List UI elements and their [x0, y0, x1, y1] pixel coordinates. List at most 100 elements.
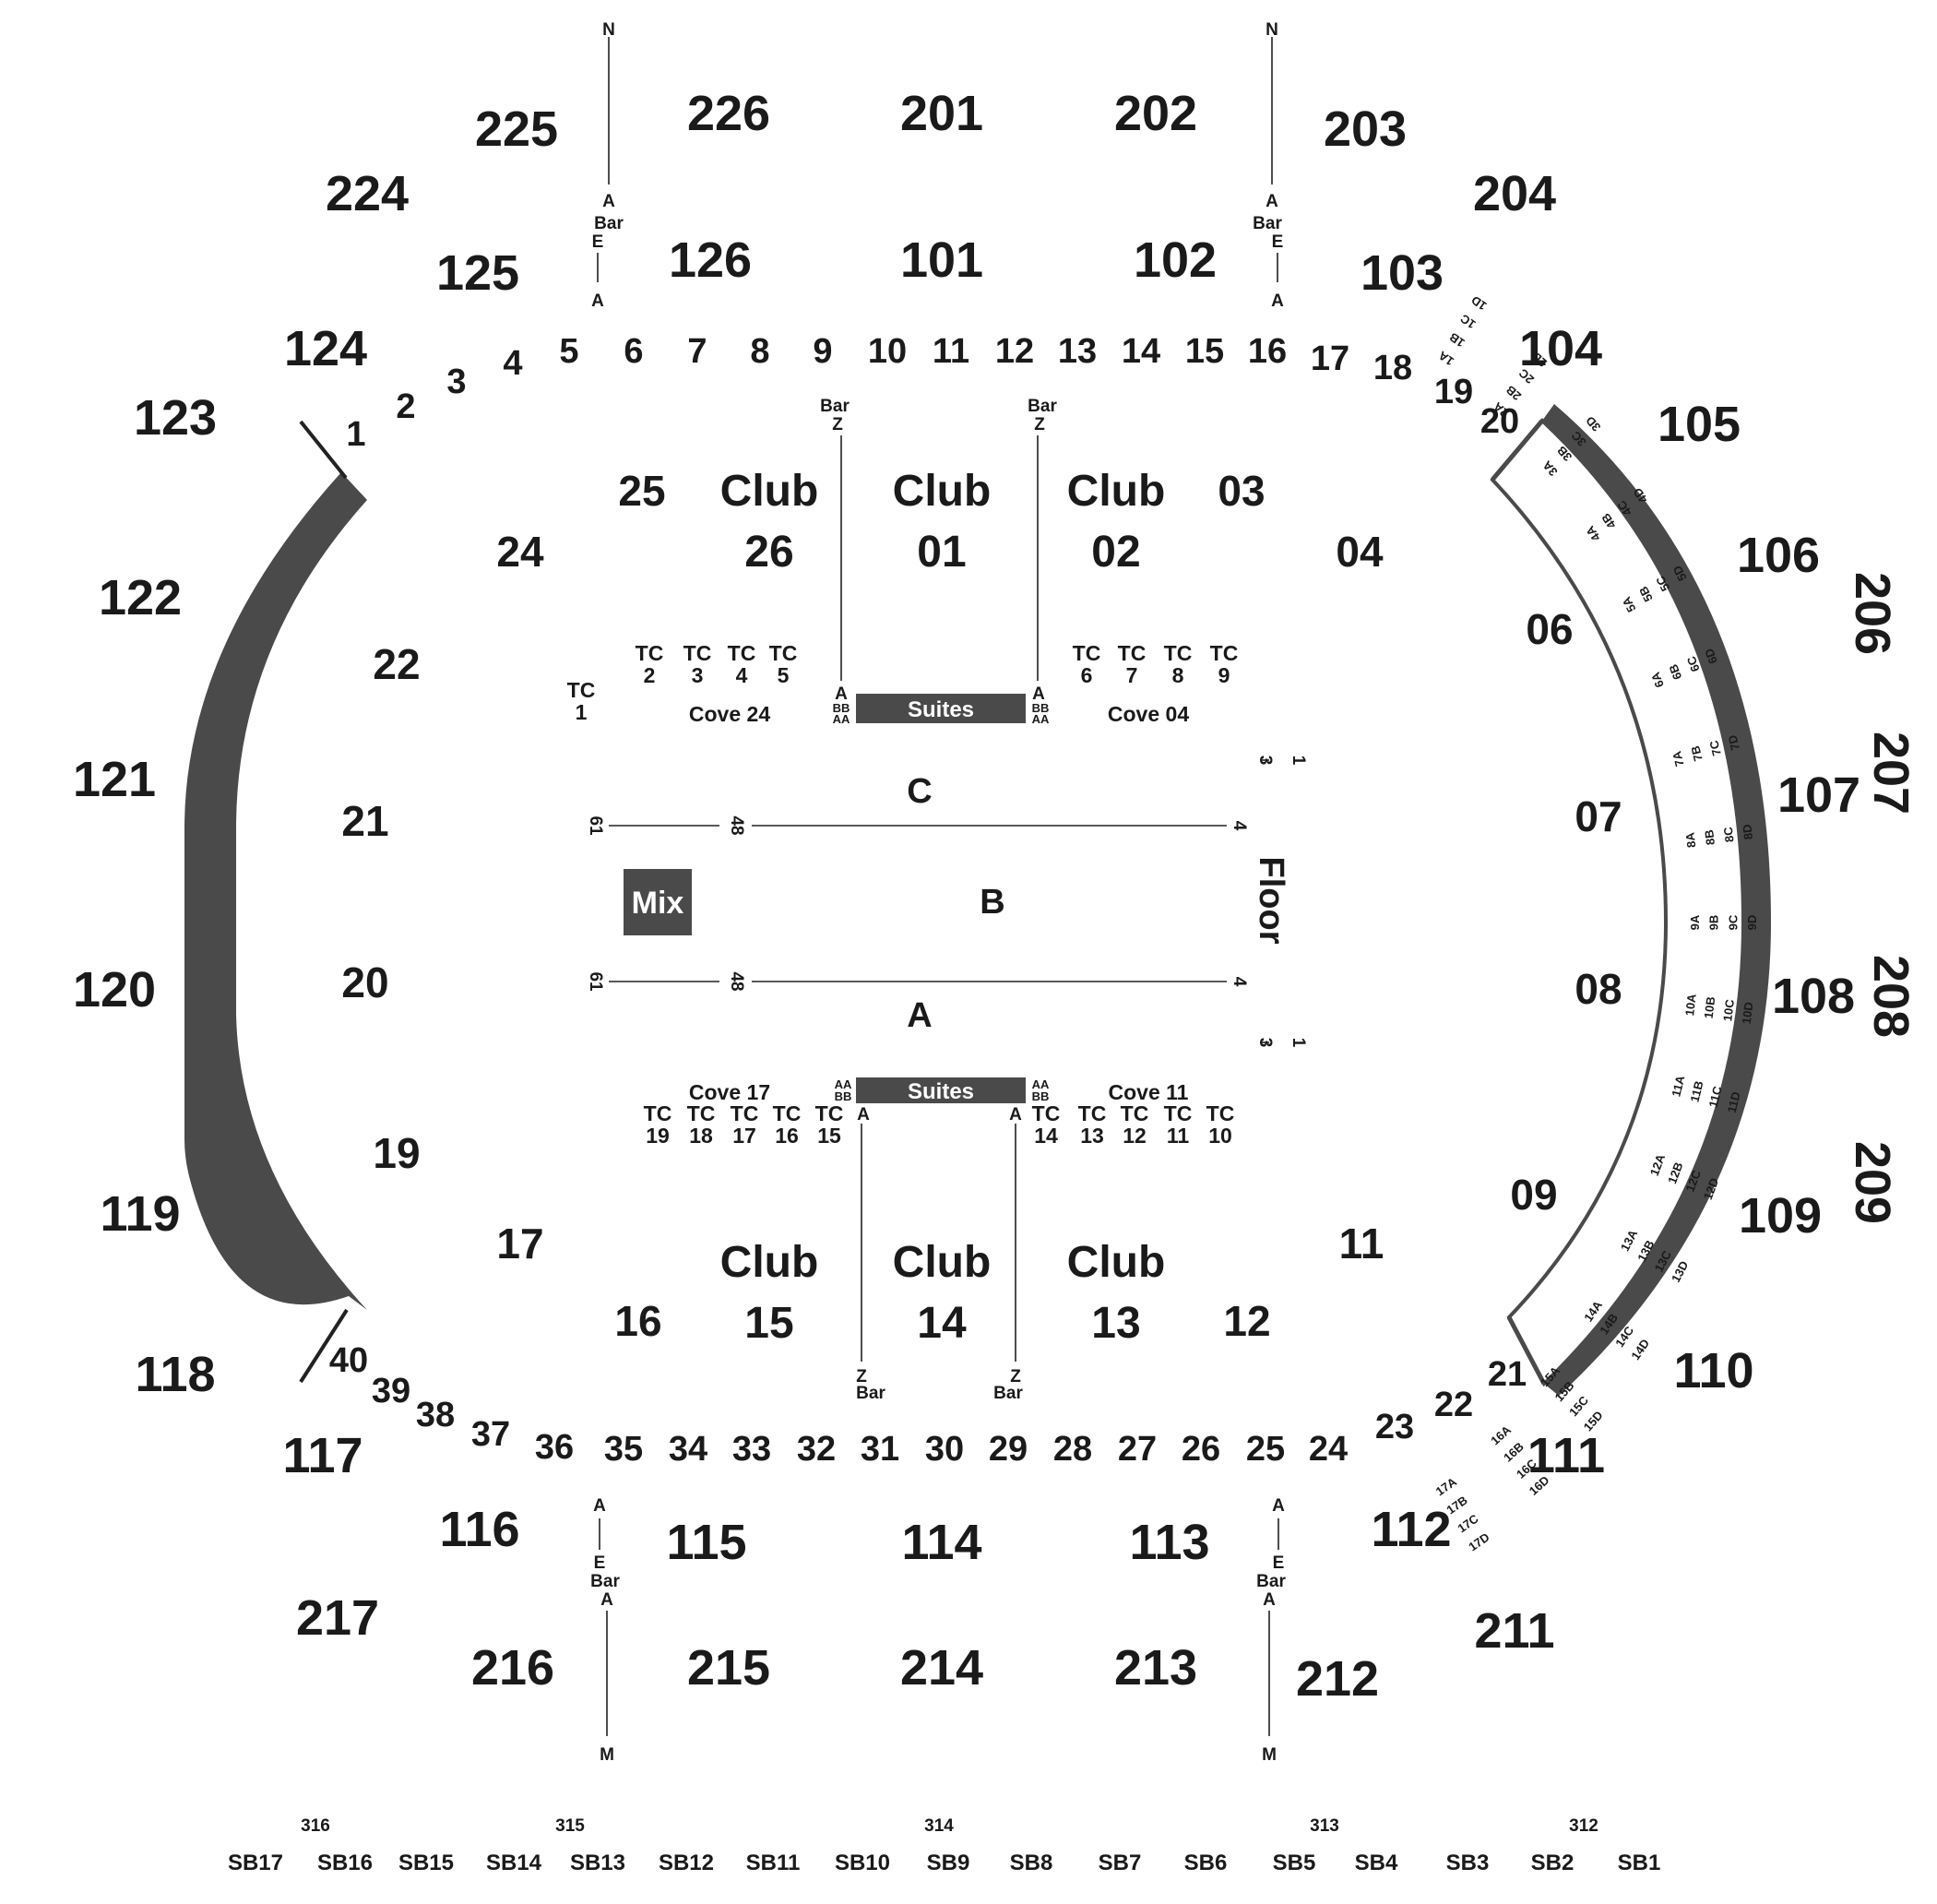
bar-label[interactable]: Bar: [1028, 397, 1057, 416]
section-124[interactable]: 124: [284, 321, 367, 376]
table-club-label[interactable]: TC: [769, 641, 798, 665]
section-112[interactable]: 112: [1371, 1502, 1451, 1557]
cove-seat-section[interactable]: 6B: [1666, 662, 1684, 682]
cove-seat-section[interactable]: 15C: [1566, 1393, 1591, 1419]
section-12[interactable]: 12: [1223, 1297, 1270, 1345]
section-208[interactable]: 208: [1863, 955, 1919, 1038]
cove-seat-section[interactable]: 14D: [1628, 1337, 1652, 1363]
standing-box-sb4[interactable]: SB4: [1355, 1850, 1398, 1875]
section-11[interactable]: 11: [1339, 1220, 1384, 1267]
cove-seat-section[interactable]: 7A: [1670, 749, 1687, 768]
section-22[interactable]: 22: [373, 640, 420, 688]
club-section-number[interactable]: 15: [744, 1299, 793, 1348]
section-04[interactable]: 04: [1336, 528, 1384, 576]
section-107[interactable]: 107: [1777, 768, 1860, 823]
suites-top[interactable]: A BB AA Suites A BB AA: [833, 684, 1050, 726]
cove-seat-section[interactable]: 10B: [1702, 995, 1718, 1018]
section-102[interactable]: 102: [1134, 232, 1217, 288]
club-section-number[interactable]: 26: [744, 528, 793, 577]
cove-label[interactable]: Cove 11: [1109, 1080, 1189, 1104]
section-08[interactable]: 08: [1575, 965, 1622, 1013]
table-club-label[interactable]: TC: [731, 1101, 759, 1125]
table-club-number[interactable]: 18: [689, 1124, 713, 1148]
table-club-number[interactable]: 15: [817, 1124, 841, 1148]
table-club-number[interactable]: 3: [692, 663, 704, 687]
section-211[interactable]: 211: [1474, 1603, 1554, 1659]
section-121[interactable]: 121: [73, 752, 156, 807]
cove-label[interactable]: Cove 17: [689, 1080, 770, 1104]
section-117[interactable]: 117: [282, 1428, 362, 1483]
cove-seat-section[interactable]: 5D: [1670, 564, 1690, 584]
cove-seat-section[interactable]: 7C: [1706, 739, 1724, 757]
table-club-number[interactable]: 1: [576, 700, 588, 724]
cove-seat-section[interactable]: 16B: [1501, 1439, 1527, 1464]
cove-seat-section[interactable]: 9D: [1745, 915, 1759, 931]
section-109[interactable]: 109: [1739, 1188, 1822, 1244]
table-club-label[interactable]: TC: [1164, 1101, 1193, 1125]
cove-seat-section[interactable]: 5C: [1653, 573, 1672, 593]
cove-seat-section[interactable]: 5B: [1636, 584, 1656, 604]
cove-label[interactable]: Cove 04: [1108, 702, 1189, 726]
section-108[interactable]: 108: [1772, 969, 1855, 1024]
section-16[interactable]: 16: [614, 1297, 661, 1345]
cove-seat-section[interactable]: 8A: [1682, 831, 1698, 849]
section-123[interactable]: 123: [134, 390, 217, 446]
bar-label[interactable]: Bar: [590, 1572, 620, 1591]
suites-bottom[interactable]: AA BB Suites AA BB A A: [835, 1077, 1050, 1125]
cove-seat-section[interactable]: 6C: [1684, 654, 1703, 673]
standing-box-sb9[interactable]: SB9: [927, 1850, 970, 1875]
bar-label[interactable]: Bar: [594, 214, 624, 233]
bar-label[interactable]: Bar: [820, 397, 850, 416]
table-club-label[interactable]: TC: [1032, 1101, 1061, 1125]
club-section-label[interactable]: Club: [893, 1238, 992, 1287]
table-club-label[interactable]: TC: [644, 1101, 672, 1125]
cove-seat-section[interactable]: 3D: [1583, 413, 1603, 434]
section-116[interactable]: 116: [439, 1502, 519, 1557]
section-122[interactable]: 122: [99, 570, 182, 625]
table-club-number[interactable]: 8: [1172, 663, 1184, 687]
section-203[interactable]: 203: [1324, 101, 1407, 157]
cove-seat-section[interactable]: 10C: [1720, 998, 1737, 1022]
table-club-number[interactable]: 12: [1123, 1124, 1147, 1148]
section-119[interactable]: 119: [100, 1186, 180, 1242]
cove-seat-section[interactable]: 8B: [1702, 829, 1717, 846]
cove-seat-section[interactable]: 16A: [1488, 1422, 1514, 1447]
table-club-label[interactable]: TC: [1118, 641, 1147, 665]
table-club-label[interactable]: TC: [1078, 1101, 1107, 1125]
table-club-number[interactable]: 6: [1081, 663, 1093, 687]
standing-box-sb3[interactable]: SB3: [1446, 1850, 1490, 1875]
section-09[interactable]: 09: [1510, 1171, 1557, 1219]
floor-row-c[interactable]: C: [907, 772, 932, 811]
section-204[interactable]: 204: [1473, 166, 1556, 221]
section-110[interactable]: 110: [1673, 1343, 1753, 1398]
standing-box-sb7[interactable]: SB7: [1099, 1850, 1142, 1875]
section-226[interactable]: 226: [687, 86, 770, 141]
cove-seat-section[interactable]: 1A: [1435, 348, 1456, 368]
floor-row-b[interactable]: B: [980, 883, 1004, 922]
cove-seat-section[interactable]: 17A: [1433, 1474, 1460, 1498]
table-club-number[interactable]: 4: [736, 663, 748, 687]
club-section-label[interactable]: Club: [1067, 1238, 1166, 1287]
section-217[interactable]: 217: [296, 1590, 379, 1646]
suites-box[interactable]: [856, 694, 1026, 723]
cove-seat-section[interactable]: 17C: [1455, 1511, 1481, 1535]
section-216[interactable]: 216: [471, 1640, 554, 1696]
cove-seat-section[interactable]: 8D: [1740, 824, 1755, 840]
section-207[interactable]: 207: [1863, 732, 1919, 815]
cove-seat-section[interactable]: 2B: [1503, 383, 1524, 403]
section-224[interactable]: 224: [326, 166, 409, 221]
section-21[interactable]: 21: [341, 797, 388, 845]
table-club-number[interactable]: 14: [1034, 1124, 1058, 1148]
standing-box-sb5[interactable]: SB5: [1273, 1850, 1316, 1875]
section-115[interactable]: 115: [666, 1515, 746, 1570]
table-club-number[interactable]: 9: [1218, 663, 1230, 687]
cove-seat-section[interactable]: 11C: [1706, 1084, 1725, 1109]
section-105[interactable]: 105: [1658, 397, 1741, 452]
floor-row-a[interactable]: A: [907, 996, 932, 1035]
section-209[interactable]: 209: [1845, 1141, 1900, 1224]
cove-seat-section[interactable]: 6A: [1648, 670, 1667, 689]
cove-seat-section[interactable]: 1D: [1468, 293, 1489, 314]
section-111[interactable]: 111: [1527, 1428, 1605, 1483]
table-club-number[interactable]: 19: [646, 1124, 670, 1148]
section-201[interactable]: 201: [900, 86, 983, 141]
